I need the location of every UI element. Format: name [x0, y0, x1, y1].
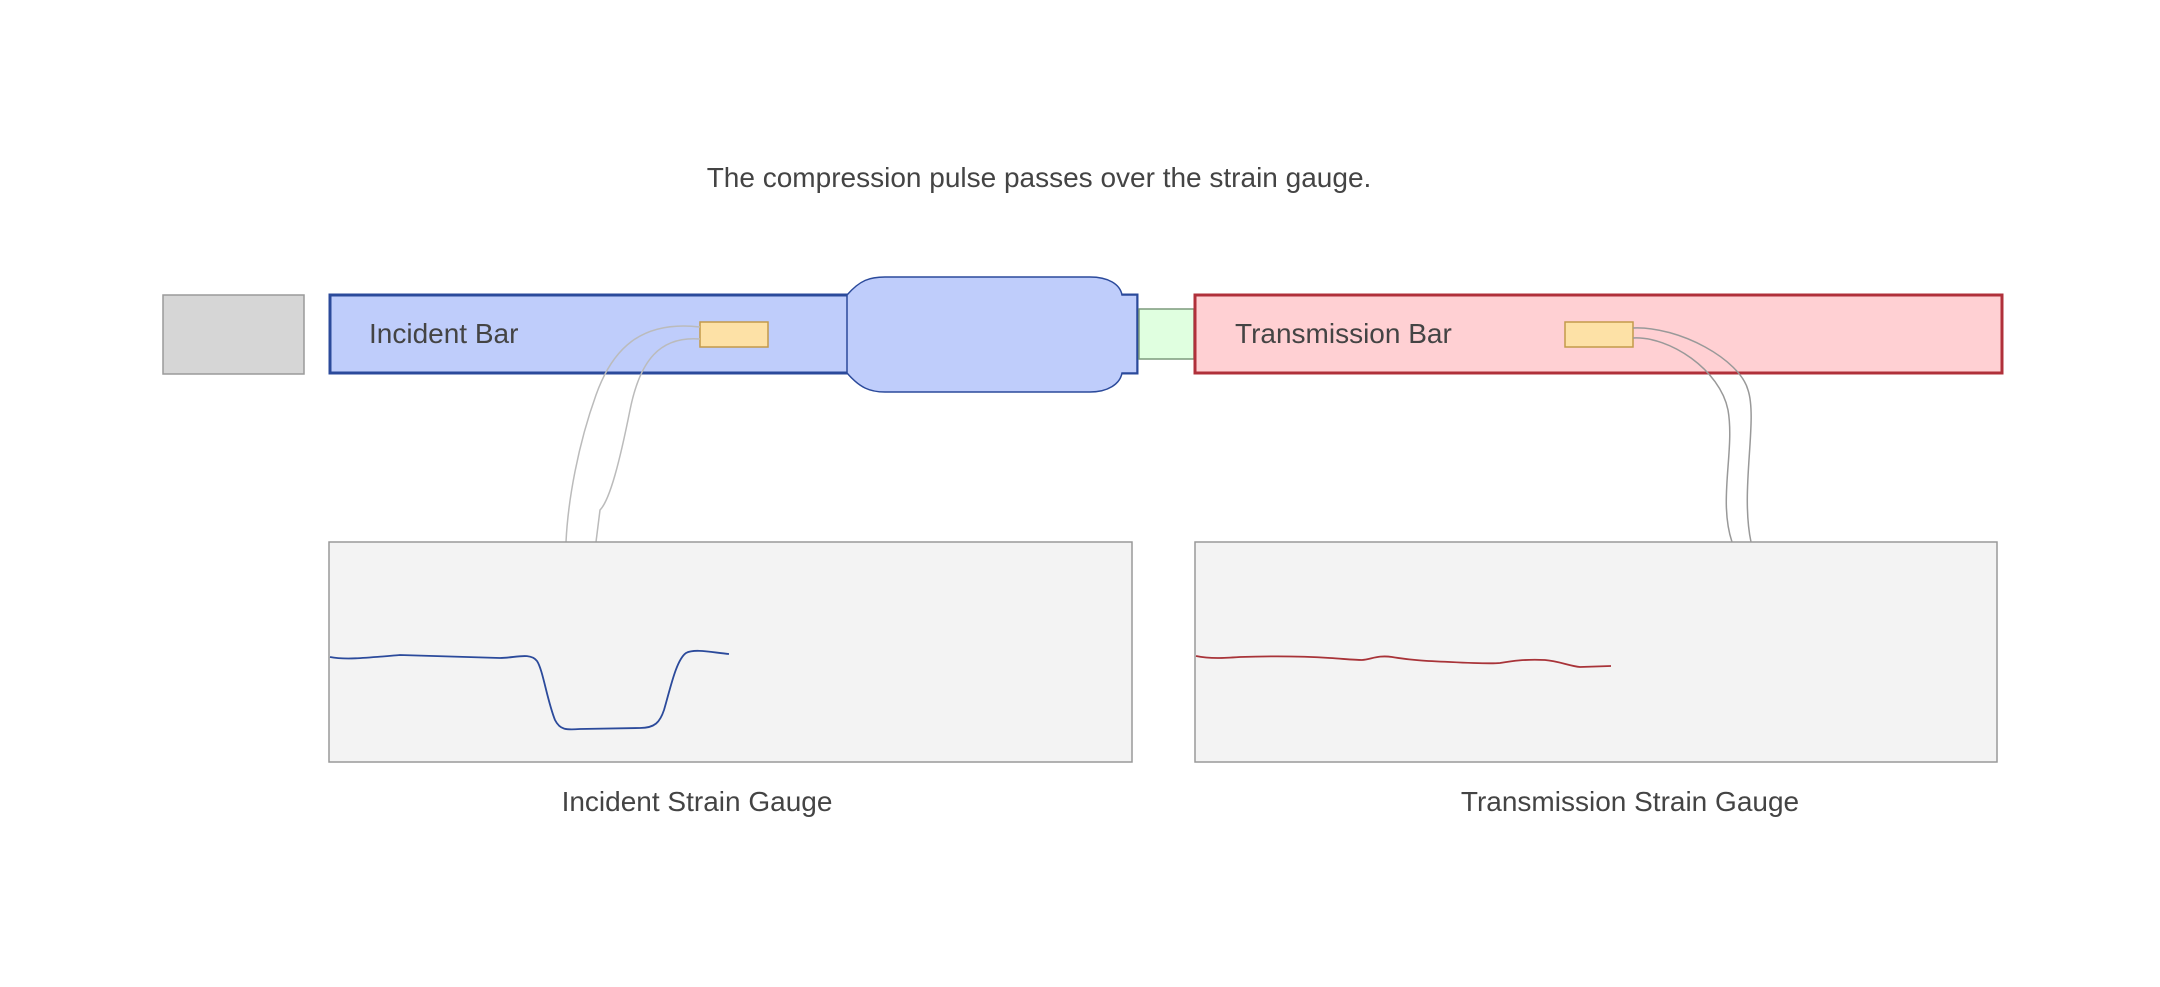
transmission-gauge-wire — [1632, 337, 1733, 543]
caption: The compression pulse passes over the st… — [707, 162, 1372, 193]
transmission-strain-gauge-sensor — [1564, 321, 1634, 348]
striker-bar — [162, 294, 305, 375]
transmission-oscilloscope-panel — [1194, 541, 1998, 763]
incident-strain-trace — [329, 649, 730, 731]
incident-gauge-wire — [565, 325, 701, 543]
incident-oscilloscope-panel — [328, 541, 1133, 763]
specimen — [1138, 308, 1195, 360]
transmission-gauge-wire — [1632, 327, 1752, 543]
incident-strain-gauge-sensor — [699, 321, 769, 348]
transmission-bar-label: Transmission Bar — [1235, 318, 1452, 349]
incident-gauge-label: Incident Strain Gauge — [562, 786, 833, 817]
compression-pulse — [846, 276, 1138, 393]
transmission-gauge-label: Transmission Strain Gauge — [1461, 786, 1799, 817]
transmission-strain-trace — [1195, 655, 1612, 668]
incident-gauge-wire — [595, 338, 701, 543]
incident-bar-label: Incident Bar — [369, 318, 518, 349]
